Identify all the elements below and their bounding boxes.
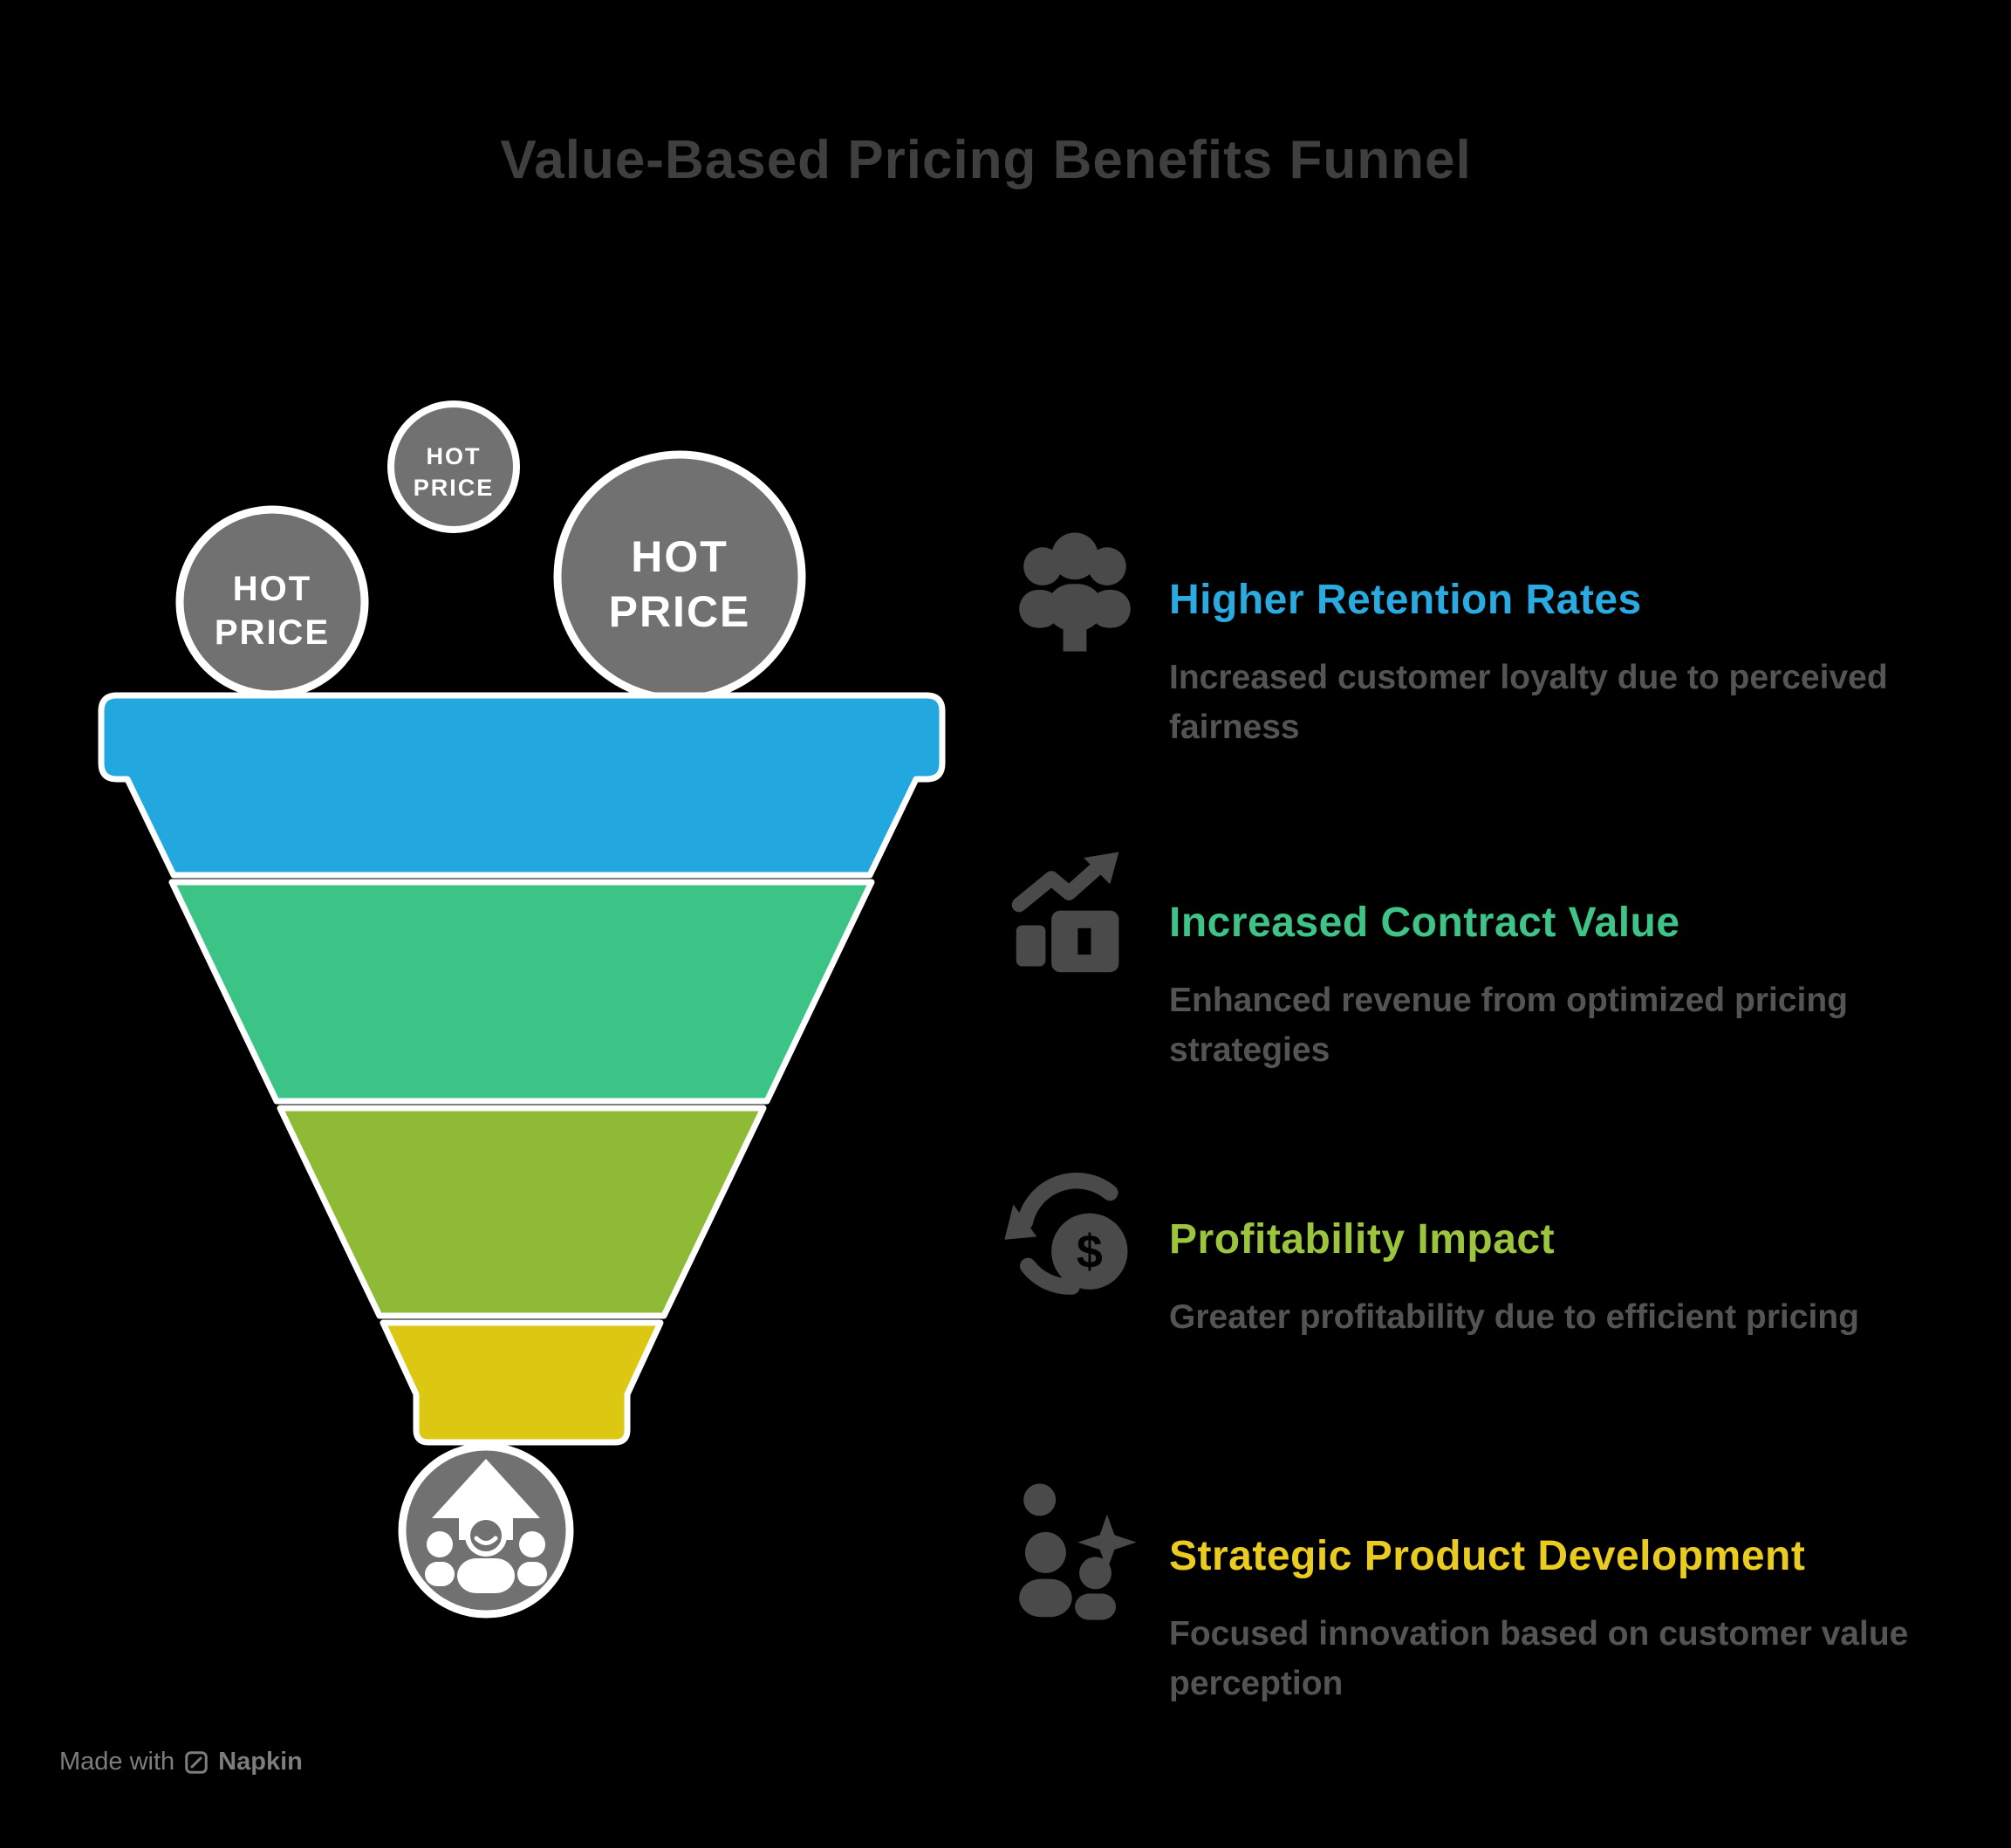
growth-chart-icon	[1002, 840, 1148, 987]
napkin-logo-icon	[183, 1749, 209, 1776]
innovation-person-icon	[1002, 1476, 1148, 1623]
profit-cycle-icon: $	[1002, 1160, 1148, 1307]
hot-price-bubble-medium: HOT PRICE	[175, 505, 369, 699]
svg-text:PRICE: PRICE	[215, 613, 330, 652]
funnel-stage-3	[277, 1105, 767, 1319]
benefit-description-contract-value: Enhanced revenue from optimized pricing …	[1169, 982, 1848, 1069]
benefit-title-product-development: Strategic Product Development	[1169, 1533, 1806, 1579]
benefit-description-product-development: Focused innovation based on customer val…	[1169, 1615, 1909, 1702]
svg-text:HOT: HOT	[631, 532, 728, 581]
benefit-title-profitability: Profitability Impact	[1169, 1216, 1556, 1263]
benefit-title-contract-value: Increased Contract Value	[1169, 900, 1680, 946]
svg-text:HOT: HOT	[427, 443, 482, 469]
people-growth-arrow-icon	[398, 1442, 574, 1619]
svg-text:HOT: HOT	[233, 570, 311, 608]
page-title: Value-Based Pricing Benefits Funnel	[500, 130, 1472, 190]
watermark-brand: Napkin	[218, 1748, 303, 1776]
funnel-stage-2	[168, 879, 875, 1105]
watermark-prefix: Made with	[59, 1748, 175, 1776]
funnel-stage-4	[380, 1319, 664, 1446]
benefit-description-profitability: Greater profitability due to efficient p…	[1169, 1298, 1859, 1336]
funnel-stage-1	[98, 692, 946, 879]
benefit-title-retention: Higher Retention Rates	[1169, 577, 1642, 623]
pricing-funnel-diagram: HOT PRICE HOT PRICE HOT PRICE	[98, 400, 946, 1619]
hot-price-bubble-small: HOT PRICE	[387, 400, 520, 533]
svg-text:PRICE: PRICE	[609, 587, 751, 636]
svg-text:PRICE: PRICE	[414, 475, 495, 501]
svg-text:$: $	[1077, 1226, 1103, 1278]
watermark: Made with Napkin	[59, 1748, 303, 1776]
people-group-icon	[1002, 517, 1148, 663]
benefit-description-retention: Increased customer loyalty due to percei…	[1169, 659, 1888, 746]
hot-price-bubble-large: HOT PRICE	[553, 450, 806, 703]
